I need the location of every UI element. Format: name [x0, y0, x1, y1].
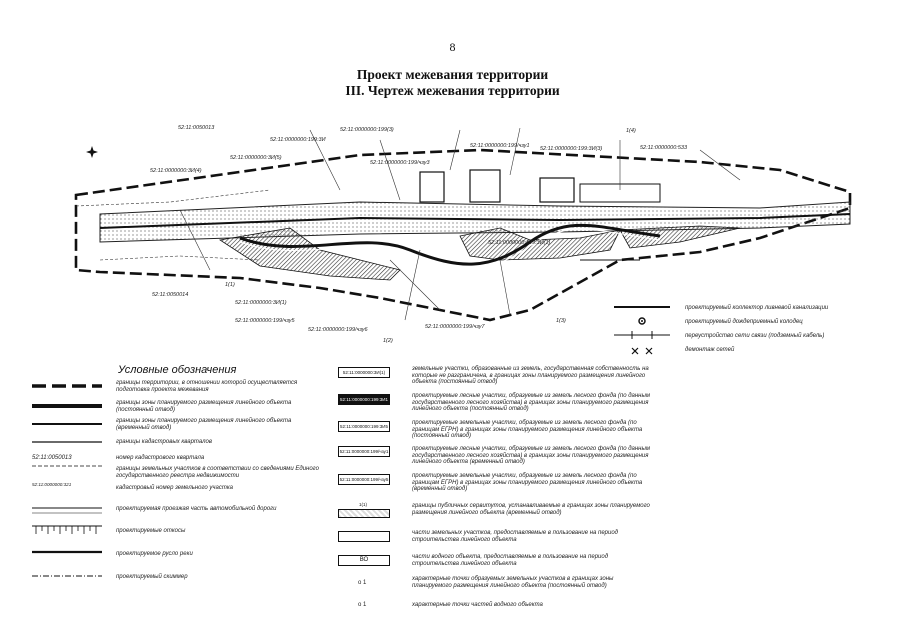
point-mark-water: о 1: [358, 602, 367, 608]
legend-box-parcel: 52:11:0000000:3И(1): [338, 367, 390, 378]
map-label: 1(4): [626, 128, 636, 134]
legend-mid-item: земельные участки, образованные из земел…: [412, 366, 649, 386]
legend-left-item: номер кадастрового квартала: [116, 455, 205, 461]
map-label: 52:11:0000000:3И(4): [150, 168, 202, 174]
map-label: 52:11:0000000:199(3): [340, 127, 394, 133]
legend-left-item: проектируемая проезжая часть автомобильн…: [116, 506, 277, 512]
legend-box-temporary-part: [338, 531, 390, 542]
map-label: 52:11:0000000:199/чзу5: [235, 318, 295, 324]
legend-box-forest-temp: 52:11:0000000:199/чзу1: [338, 446, 390, 457]
map-label: 52:11:0000000:199/чзу7: [425, 324, 485, 330]
title-line-1: Проект межевания территории: [356, 67, 549, 82]
map-label: 52:11:0000000:533: [640, 145, 687, 151]
legend-mid-item: проектируемые земельные участки, образуе…: [412, 420, 643, 440]
map-label: 52:11:0000000:199:3И(1): [488, 240, 551, 246]
right-legend-item: демонтаж сетей: [685, 347, 735, 353]
slope-area-mid: [459, 227, 621, 261]
north-arrow: [86, 146, 98, 158]
legend-mid-item: границы публичных сервитутов, устанавлив…: [412, 503, 650, 516]
legend-left-item: проектируемое русло реки: [116, 551, 193, 557]
left-legend-symbols: [32, 384, 102, 577]
right-legend-symbols: [614, 306, 670, 355]
slope-area-right: [619, 225, 741, 249]
legend-left-item: границы зоны планируемого размещения лин…: [116, 400, 292, 413]
right-legend-item: переустройство сети связи (подземный каб…: [685, 333, 825, 339]
map-label: 52:11:0000000:199:3И(3): [540, 146, 603, 152]
legend-left-item: границы земельных участков в соответстви…: [116, 466, 319, 479]
legend-mid-item: проектируемые лесные участки, образуемые…: [412, 446, 651, 466]
legend-box-water: ВО: [338, 555, 390, 566]
map-label: 52:11:0050013: [178, 125, 215, 131]
map-label: 52:11:0000000:199/чзу1: [470, 143, 530, 149]
legend-mid-item: характерные точки образуемых земельных у…: [412, 576, 614, 589]
legend-mid-item: части земельных участков, предоставляемы…: [412, 530, 618, 543]
survey-map: [74, 127, 852, 322]
river: [239, 223, 661, 266]
legend-left-item: границы территории, в отношении которой …: [116, 380, 298, 393]
territory-boundary: [74, 148, 852, 322]
legend-box-servitude: 1(1): [338, 500, 388, 509]
legend-left-item: границы кадастровых кварталов: [116, 439, 212, 445]
legend-mid-item: проектируемые лесные участки, образуемые…: [412, 393, 651, 413]
map-label: 52:11:0000000:3И(1): [235, 300, 287, 306]
legend-box-forest: 52:11:0000000:199:3И1: [338, 394, 390, 405]
map-label: 52:11:0000000:199/чзу3: [370, 160, 430, 166]
legend-left-item: границы зоны планируемого размещения лин…: [116, 418, 292, 431]
right-legend-item: проектируемый дождеприемный колодец: [685, 319, 803, 325]
map-label: 52:11:0000000:3И(5): [230, 155, 282, 161]
map-label: 52:11:0000000:199/чзу6: [308, 327, 368, 333]
legend-left-item: кадастровый номер земельного участка: [116, 485, 233, 491]
map-label: 1(2): [383, 338, 393, 344]
legend-box-egrn-temp: 52:11:0000000:199/чзу5: [338, 474, 390, 485]
legend-mid-item: части водного объекта, предоставляемые в…: [412, 554, 609, 567]
legend-box-forest-egrn: 52:11:0000000:199:3И5: [338, 421, 390, 432]
servitude-label: 1(1): [358, 502, 367, 507]
legend-symbol-parcel: 52:11:0000000:321: [32, 482, 72, 487]
map-label: 1(1): [225, 282, 235, 288]
legend-heading: Условные обозначения: [118, 364, 237, 376]
page-number: 8: [449, 40, 456, 54]
legend-left-item: проектируемые откосы: [116, 528, 186, 534]
legend-symbol-quarter: 52:11:0050013: [32, 455, 72, 461]
document-title: Проект межевания территории III. Чертеж …: [0, 67, 905, 99]
map-label: 1(3): [556, 318, 566, 324]
title-line-2: III. Чертеж межевания территории: [345, 83, 560, 98]
map-label: 52:11:0050014: [152, 292, 189, 298]
point-mark: о 1: [358, 580, 367, 586]
legend-box-servitude-fill: [338, 509, 390, 518]
legend-mid-item: характерные точки частей водного объекта: [412, 602, 543, 608]
right-legend-item: проектируемый коллектор ливневой канализ…: [685, 305, 829, 311]
map-label: 52:11:0000000:199:3И: [270, 137, 326, 143]
legend-mid-item: проектируемые земельные участки, образуе…: [412, 473, 643, 493]
legend-left-item: проектируемый скиммер: [116, 574, 188, 580]
